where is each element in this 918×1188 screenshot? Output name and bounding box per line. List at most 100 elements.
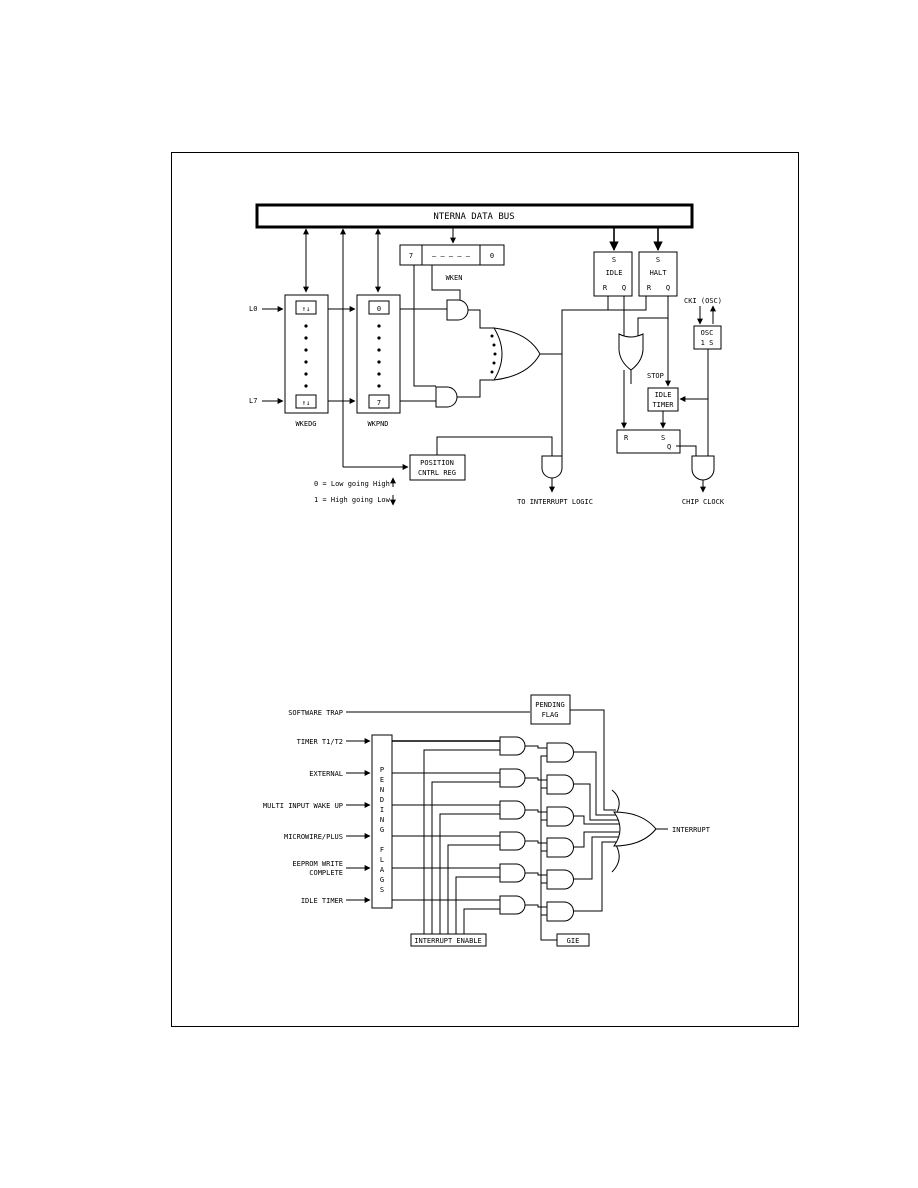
- wakeup-and-gate-bottom: [435, 386, 458, 408]
- and1-row2: [499, 768, 526, 788]
- figure-frame: [171, 152, 799, 1027]
- wken-label: WKEN: [446, 274, 463, 282]
- pending-flag-line1: PENDING: [535, 701, 565, 709]
- legend-line2: 1 = High going Low: [314, 496, 391, 504]
- interrupt-and-gate: [541, 455, 563, 479]
- idle-flipflop: [593, 251, 633, 297]
- halt-r: R: [647, 284, 652, 292]
- and2-row6: [546, 901, 574, 922]
- and2-row3: [546, 806, 574, 827]
- halt-q: Q: [666, 284, 670, 292]
- wkedg-register: [284, 294, 329, 414]
- pending-flags-letter: F: [380, 846, 384, 854]
- source-microwire: MICROWIRE/PLUS: [284, 833, 343, 841]
- position-reg-line2: CNTRL REG: [418, 469, 456, 477]
- and2-row1: [546, 742, 574, 763]
- clkin-label: CKI (OSC): [684, 297, 722, 305]
- pending-flag-line2: FLAG: [542, 711, 559, 719]
- wken-right-cell: 0: [490, 252, 494, 260]
- interrupt-diagram: SOFTWARE TRAP TIMER T1/T2 EXTERNAL MULTI…: [263, 694, 711, 947]
- source-idle-timer: IDLE TIMER: [301, 897, 344, 905]
- pending-flag-to-or: [570, 709, 616, 811]
- or-input-dots: [490, 334, 497, 374]
- pending-flags-letter: N: [380, 786, 384, 794]
- wakeup-to-idle-reset: [561, 289, 611, 354]
- and2-to-or: [574, 751, 619, 912]
- and1-row4: [499, 831, 526, 851]
- and-column-1: [499, 736, 526, 915]
- source-eeprom-complete: COMPLETE: [309, 869, 343, 877]
- position-reg-line1: POSITION: [420, 459, 454, 467]
- wkedg-bottom-cell: [295, 394, 317, 409]
- and1-row1: [499, 736, 526, 756]
- interrupt-enable-box: [410, 933, 487, 947]
- wkpnd-top-cell-text: 0: [377, 305, 381, 313]
- and1-to-and2: [525, 745, 547, 908]
- wkedg-bottom-cell-text: ↑↓: [302, 399, 310, 407]
- and-column-2: [546, 742, 574, 922]
- source-multi-input-wakeup: MULTI INPUT WAKE UP: [263, 802, 343, 810]
- source-eeprom-write: EEPROM WRITE: [292, 860, 343, 868]
- gie-label: GIE: [567, 937, 580, 945]
- latch-to-and: [676, 445, 697, 456]
- halt-idle-or-gate: [618, 333, 644, 371]
- interrupt-enable-label: INTERRUPT ENABLE: [414, 937, 481, 945]
- or-extension-bottom: [611, 844, 620, 873]
- gie-lines: [540, 755, 557, 941]
- source-timer: TIMER T1/T2: [297, 738, 343, 746]
- wkpnd-bottom-cell: [368, 394, 390, 409]
- input-l7-label: L7: [249, 397, 257, 405]
- pending-flags-letter: G: [380, 876, 384, 884]
- wken-to-bottom-and: [413, 265, 436, 387]
- wakeup-or-gate: [493, 327, 541, 381]
- wakeup-to-halt-reset: [608, 289, 649, 311]
- latch-q: Q: [667, 443, 671, 451]
- latch-r: R: [624, 434, 629, 442]
- input-l0-label: L0: [249, 305, 257, 313]
- wkpnd-label: WKPND: [367, 420, 388, 428]
- clock-latch: [616, 429, 681, 454]
- pending-flags-letter: I: [380, 806, 384, 814]
- halt-flipflop: [638, 251, 678, 297]
- pending-flags-letter: E: [380, 776, 384, 784]
- pending-flags-letter: D: [380, 796, 384, 804]
- chip-clock-label: CHIP CLOCK: [682, 498, 725, 506]
- wken-left-cell: 7: [409, 252, 413, 260]
- pending-flags-letter: S: [380, 886, 384, 894]
- position-reg-to-and: [436, 436, 553, 456]
- and2-row2: [546, 774, 574, 795]
- idle-label: IDLE: [606, 269, 623, 277]
- wkpnd-dots: [377, 324, 381, 388]
- chip-clock-and-gate: [691, 455, 715, 481]
- osc-line2: 1 S: [701, 339, 714, 347]
- interrupt-label: INTERRUPT: [672, 826, 711, 834]
- bus-label: NTERNA DATA BUS: [433, 212, 514, 222]
- halt-s: S: [656, 256, 660, 264]
- wkedg-top-cell-text: ↑↓: [302, 305, 310, 313]
- wkpnd-bottom-cell-text: 7: [377, 399, 381, 407]
- idle-timer-line2: TIMER: [652, 401, 674, 409]
- internal-data-bus: [255, 203, 694, 229]
- pending-flag-box: [530, 694, 571, 725]
- halt-label: HALT: [650, 269, 668, 277]
- wakeup-diagram: NTERNA DATA BUS L0 L7 ↑↓ ↑↓ WKEDG 0: [249, 203, 725, 506]
- top-and-output: [468, 309, 494, 329]
- wken-middle-cell: — — — — —: [432, 252, 471, 260]
- pending-flags-letter: L: [380, 856, 384, 864]
- to-interrupt-logic-label: TO INTERRUPT LOGIC: [517, 498, 593, 506]
- pending-flags-letter: P: [380, 766, 384, 774]
- wkedg-top-cell: [295, 300, 317, 315]
- legend-line1: 0 = Low going High: [314, 480, 390, 488]
- latch-s: S: [661, 434, 665, 442]
- bottom-and-output: [457, 379, 494, 398]
- pending-flags-letter: A: [380, 866, 385, 874]
- pending-flags-letter: G: [380, 826, 384, 834]
- interrupt-or-gate: [613, 811, 657, 847]
- position-control-reg: [409, 454, 466, 481]
- and1-row6: [499, 895, 526, 915]
- source-software-trap: SOFTWARE TRAP: [288, 709, 343, 717]
- idle-s: S: [612, 256, 616, 264]
- and2-row5: [546, 869, 574, 890]
- wakeup-and-gate-top: [446, 299, 469, 321]
